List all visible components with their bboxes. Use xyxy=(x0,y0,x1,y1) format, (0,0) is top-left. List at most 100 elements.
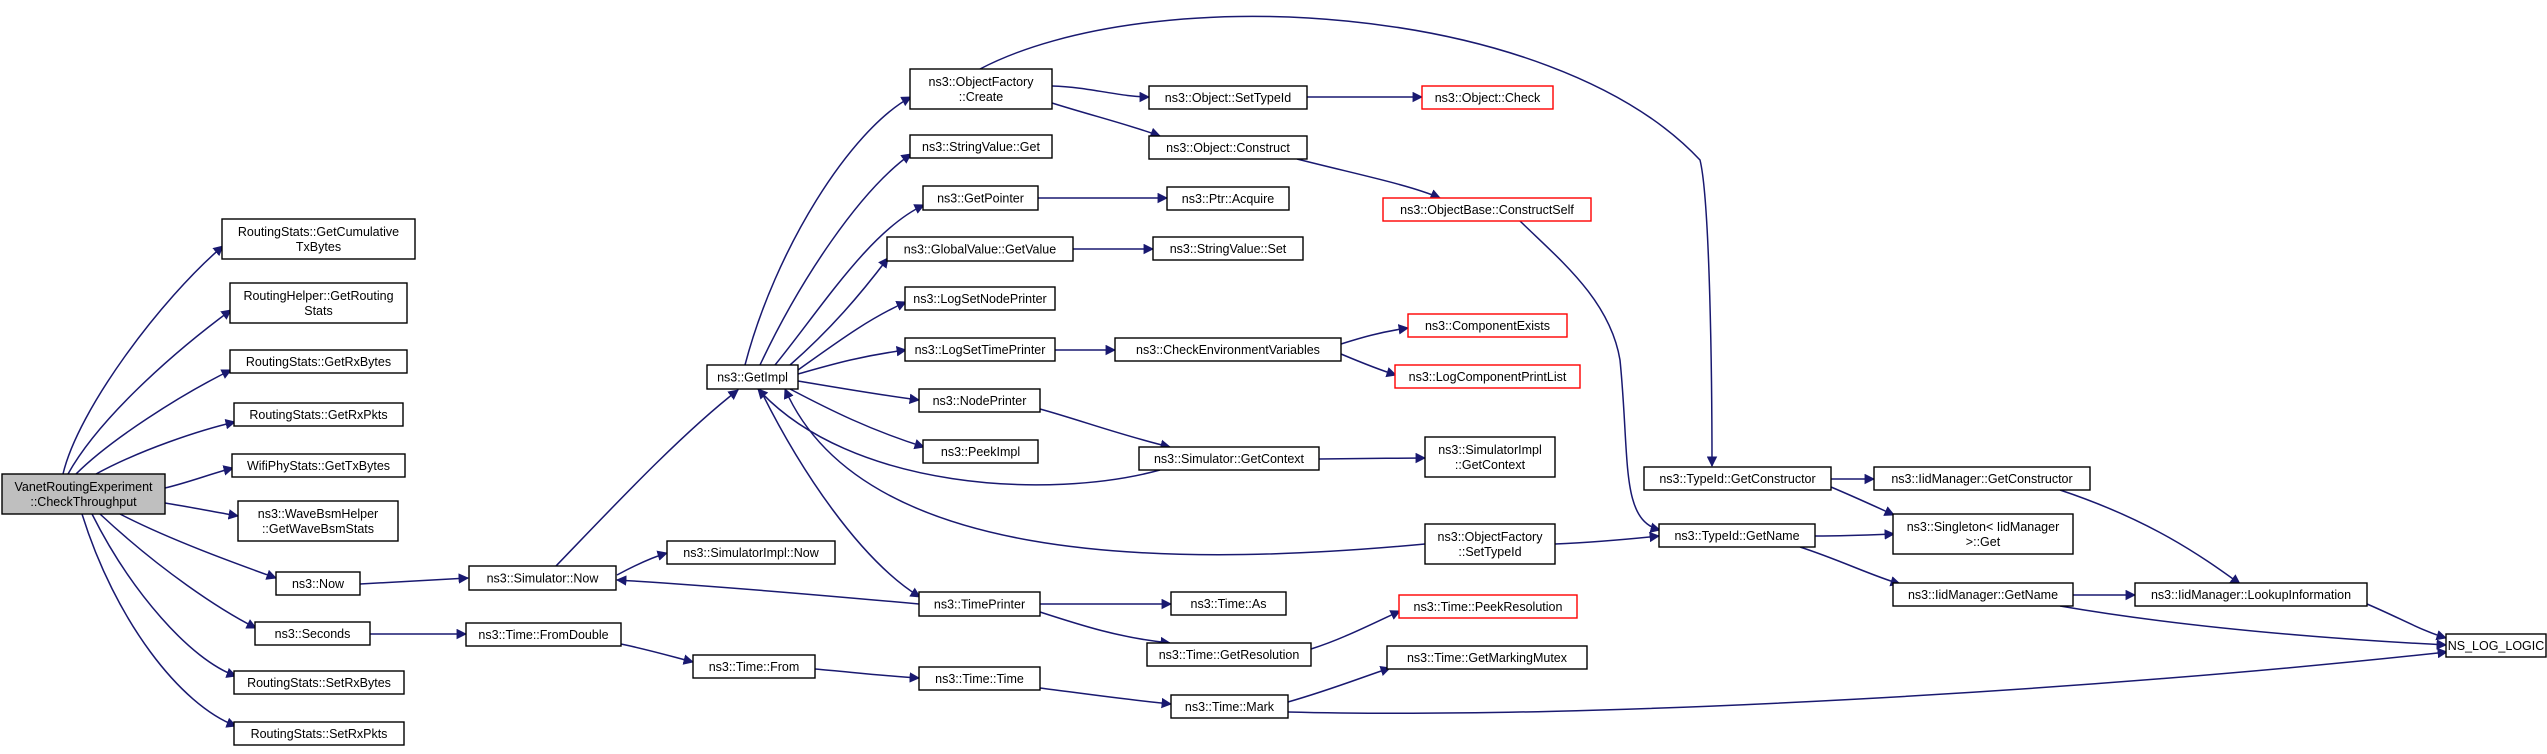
node-fromDouble[interactable]: ns3::Time::FromDouble xyxy=(465,622,622,647)
call-edge-getImpl-to-getPointer xyxy=(774,204,925,366)
node-box xyxy=(1398,594,1578,619)
node-nsLog[interactable]: NS_LOG_LOGIC xyxy=(2445,633,2547,658)
node-logNode[interactable]: ns3::LogSetNodePrinter xyxy=(904,286,1056,311)
call-edge-getImpl-to-strGet xyxy=(759,153,912,366)
node-label: ::GetWaveBsmStats xyxy=(262,522,374,536)
node-getRxBytes[interactable]: RoutingStats::GetRxBytes xyxy=(229,349,408,374)
node-implGetContext[interactable]: ns3::SimulatorImpl::GetContext xyxy=(1424,436,1556,478)
call-edge-ofCreate-to-setTypeId xyxy=(1051,85,1151,103)
node-box xyxy=(2134,582,2368,607)
node-label: RoutingStats::SetRxBytes xyxy=(247,676,391,690)
call-edge-timePrinter-to-getRes xyxy=(1039,611,1172,648)
node-label: ns3::Time::FromDouble xyxy=(478,628,608,642)
call-edge-tidGetName-to-singletonGet xyxy=(1814,529,1896,540)
node-setRxBytes[interactable]: RoutingStats::SetRxBytes xyxy=(233,670,405,695)
call-edge-timeTime-to-timeMark xyxy=(1039,687,1173,709)
call-edge-tidGetCons-to-singletonGet xyxy=(1830,486,1895,516)
node-label: ns3::Time::As xyxy=(1191,597,1267,611)
node-compExists[interactable]: ns3::ComponentExists xyxy=(1407,313,1568,338)
node-now[interactable]: ns3::Now xyxy=(275,571,361,596)
node-logCompList[interactable]: ns3::LogComponentPrintList xyxy=(1394,364,1581,389)
node-root[interactable]: VanetRoutingExperiment::CheckThroughput xyxy=(1,473,166,515)
node-label: ns3::IidManager::GetConstructor xyxy=(1891,472,2072,486)
node-ofSetTypeId[interactable]: ns3::ObjectFactory::SetTypeId xyxy=(1424,523,1556,565)
node-label: ns3::SimulatorImpl xyxy=(1438,443,1542,457)
node-simNow[interactable]: ns3::Simulator::Now xyxy=(468,565,617,591)
node-strGet[interactable]: ns3::StringValue::Get xyxy=(909,134,1053,159)
node-label: ns3::CheckEnvironmentVariables xyxy=(1136,343,1320,357)
node-label: ns3::Time::PeekResolution xyxy=(1414,600,1563,614)
node-iidGetName[interactable]: ns3::IidManager::GetName xyxy=(1892,582,2074,607)
node-label: ns3::Time::From xyxy=(709,660,800,674)
node-waveBsm[interactable]: ns3::WaveBsmHelper::GetWaveBsmStats xyxy=(237,500,399,542)
call-edge-root-to-now xyxy=(119,513,277,580)
node-logTime[interactable]: ns3::LogSetTimePrinter xyxy=(904,337,1056,362)
call-edge-ofSetTypeId-to-tidGetName xyxy=(1554,531,1661,545)
node-peekRes[interactable]: ns3::Time::PeekResolution xyxy=(1398,594,1578,619)
node-box xyxy=(229,282,408,324)
node-tidGetCons[interactable]: ns3::TypeId::GetConstructor xyxy=(1643,466,1832,491)
node-label: TxBytes xyxy=(296,240,341,254)
node-objCheck[interactable]: ns3::Object::Check xyxy=(1421,85,1554,110)
node-label: ns3::Simulator::GetContext xyxy=(1154,452,1305,466)
node-markMutex[interactable]: ns3::Time::GetMarkingMutex xyxy=(1386,645,1588,670)
node-label: ns3::TypeId::GetConstructor xyxy=(1659,472,1815,486)
node-wifiTx[interactable]: WifiPhyStats::GetTxBytes xyxy=(231,453,406,478)
node-ofCreate[interactable]: ns3::ObjectFactory::Create xyxy=(909,68,1053,110)
node-tidGetName[interactable]: ns3::TypeId::GetName xyxy=(1658,523,1816,548)
node-getImpl[interactable]: ns3::GetImpl xyxy=(706,364,799,390)
node-timeTime[interactable]: ns3::Time::Time xyxy=(918,666,1041,691)
call-edge-getImpl-to-nodePrinter xyxy=(797,380,921,405)
node-box xyxy=(1892,513,2074,555)
call-edge-root-to-waveBsm xyxy=(164,502,240,520)
node-peekImpl[interactable]: ns3::PeekImpl xyxy=(922,439,1039,464)
node-timeFrom[interactable]: ns3::Time::From xyxy=(692,654,816,679)
call-edge-checkEnv-to-compExists xyxy=(1340,324,1410,345)
node-box xyxy=(918,666,1041,691)
node-label: ns3::ComponentExists xyxy=(1425,319,1550,333)
node-iidGetCons[interactable]: ns3::IidManager::GetConstructor xyxy=(1873,466,2091,491)
call-edge-fromDouble-to-timeFrom xyxy=(620,643,695,665)
node-objConstruct[interactable]: ns3::Object::Construct xyxy=(1148,135,1308,160)
node-box xyxy=(922,439,1039,464)
call-edge-getImpl-to-timePrinter xyxy=(759,388,921,598)
node-label: ns3::WaveBsmHelper xyxy=(258,507,378,521)
node-timePrinter[interactable]: ns3::TimePrinter xyxy=(918,591,1041,617)
call-edge-timePrinter-to-simNow xyxy=(615,575,920,605)
node-nodePrinter[interactable]: ns3::NodePrinter xyxy=(918,388,1041,413)
node-timeMark[interactable]: ns3::Time::Mark xyxy=(1170,694,1289,719)
node-singletonGet[interactable]: ns3::Singleton< IidManager>::Get xyxy=(1892,513,2074,555)
node-iidLookup[interactable]: ns3::IidManager::LookupInformation xyxy=(2134,582,2368,607)
node-ptrAcquire[interactable]: ns3::Ptr::Acquire xyxy=(1166,186,1290,211)
node-setRxPkts[interactable]: RoutingStats::SetRxPkts xyxy=(233,721,405,746)
node-setTypeId[interactable]: ns3::Object::SetTypeId xyxy=(1148,85,1308,110)
node-box xyxy=(1166,186,1290,211)
call-edge-simGetContext-to-implGetContext xyxy=(1318,452,1427,464)
node-label: ns3::Object::SetTypeId xyxy=(1165,91,1292,105)
node-label: ns3::SimulatorImpl::Now xyxy=(683,546,819,560)
node-simGetContext[interactable]: ns3::Simulator::GetContext xyxy=(1138,446,1320,471)
node-gvGetValue[interactable]: ns3::GlobalValue::GetValue xyxy=(886,236,1074,262)
node-box xyxy=(922,185,1039,211)
node-box xyxy=(1146,642,1312,667)
node-label: WifiPhyStats::GetTxBytes xyxy=(247,459,390,473)
node-timeAs[interactable]: ns3::Time::As xyxy=(1170,591,1287,616)
node-getPointer[interactable]: ns3::GetPointer xyxy=(922,185,1039,211)
call-edge-tidGetName-to-iidGetName xyxy=(1799,546,1902,587)
node-constructSelf[interactable]: ns3::ObjectBase::ConstructSelf xyxy=(1382,197,1592,222)
node-box xyxy=(904,337,1056,362)
node-label: ::CheckThroughput xyxy=(30,495,137,509)
node-checkEnv[interactable]: ns3::CheckEnvironmentVariables xyxy=(1114,337,1342,362)
node-seconds[interactable]: ns3::Seconds xyxy=(254,621,371,646)
node-implNow[interactable]: ns3::SimulatorImpl::Now xyxy=(666,540,836,565)
node-box xyxy=(221,218,416,260)
node-getRes[interactable]: ns3::Time::GetResolution xyxy=(1146,642,1312,667)
node-box xyxy=(692,654,816,679)
call-edge-timeMark-to-nsLog xyxy=(1287,647,2449,715)
node-getRxPkts[interactable]: RoutingStats::GetRxPkts xyxy=(233,402,404,427)
node-strSet[interactable]: ns3::StringValue::Set xyxy=(1152,236,1304,261)
call-edge-root-to-setRxPkts xyxy=(81,513,237,728)
node-label: RoutingStats::GetRxBytes xyxy=(246,355,391,369)
